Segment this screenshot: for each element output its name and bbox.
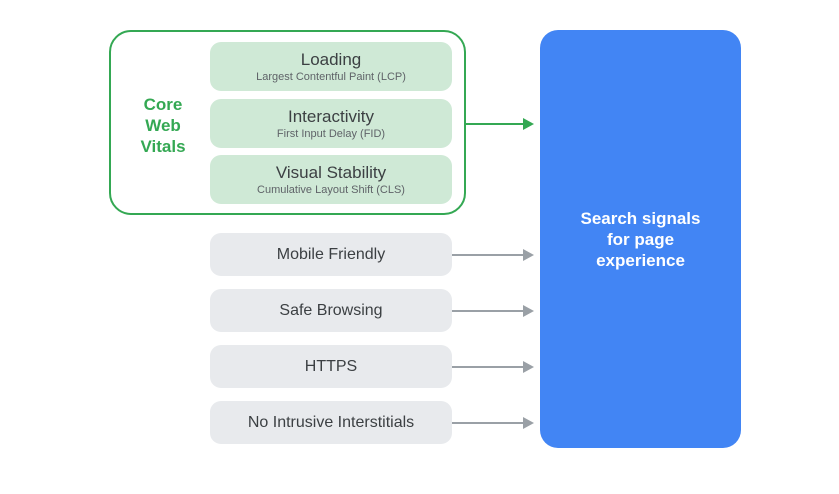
- card-loading-title: Loading: [300, 49, 362, 69]
- core-web-vitals-label-line-3: Vitals: [140, 137, 186, 156]
- card-visual-stability-subtitle: Cumulative Layout Shift (CLS): [257, 183, 405, 196]
- arrow-shaft: [452, 366, 525, 368]
- arrow-head-icon: [523, 417, 534, 429]
- core-web-vitals-label: Core Web Vitals: [118, 94, 208, 157]
- card-mobile-friendly-label: Mobile Friendly: [276, 245, 386, 263]
- arrow-head-icon: [523, 118, 534, 130]
- arrow-shaft: [452, 254, 525, 256]
- result-label-line-2: for page: [606, 229, 675, 249]
- card-https: HTTPS: [210, 345, 452, 388]
- search-signals-result-box: Search signals for page experience: [540, 30, 741, 448]
- core-web-vitals-arrow: [465, 118, 534, 130]
- card-visual-stability-title: Visual Stability: [275, 162, 387, 182]
- arrow-head-icon: [523, 249, 534, 261]
- arrow-shaft: [452, 310, 525, 312]
- arrow-shaft: [452, 422, 525, 424]
- https-arrow: [452, 361, 534, 373]
- card-interactivity: Interactivity First Input Delay (FID): [210, 99, 452, 148]
- core-web-vitals-label-line-1: Core: [143, 95, 183, 114]
- card-no-intrusive-interstitials: No Intrusive Interstitials: [210, 401, 452, 444]
- result-label-line-3: experience: [596, 250, 685, 270]
- arrow-head-icon: [523, 361, 534, 373]
- card-interactivity-subtitle: First Input Delay (FID): [276, 127, 386, 140]
- core-web-vitals-label-line-2: Web: [145, 116, 181, 135]
- card-loading: Loading Largest Contentful Paint (LCP): [210, 42, 452, 91]
- result-label-line-1: Search signals: [580, 208, 701, 228]
- card-mobile-friendly: Mobile Friendly: [210, 233, 452, 276]
- card-no-intrusive-interstitials-label: No Intrusive Interstitials: [247, 413, 415, 431]
- card-safe-browsing-label: Safe Browsing: [279, 301, 383, 319]
- card-visual-stability: Visual Stability Cumulative Layout Shift…: [210, 155, 452, 204]
- arrow-head-icon: [523, 305, 534, 317]
- card-https-label: HTTPS: [304, 357, 358, 375]
- card-safe-browsing: Safe Browsing: [210, 289, 452, 332]
- card-interactivity-title: Interactivity: [288, 106, 374, 126]
- safe-browsing-arrow: [452, 305, 534, 317]
- mobile-friendly-arrow: [452, 249, 534, 261]
- card-loading-subtitle: Largest Contentful Paint (LCP): [256, 70, 406, 83]
- arrow-shaft: [465, 123, 525, 125]
- no-intrusive-interstitials-arrow: [452, 417, 534, 429]
